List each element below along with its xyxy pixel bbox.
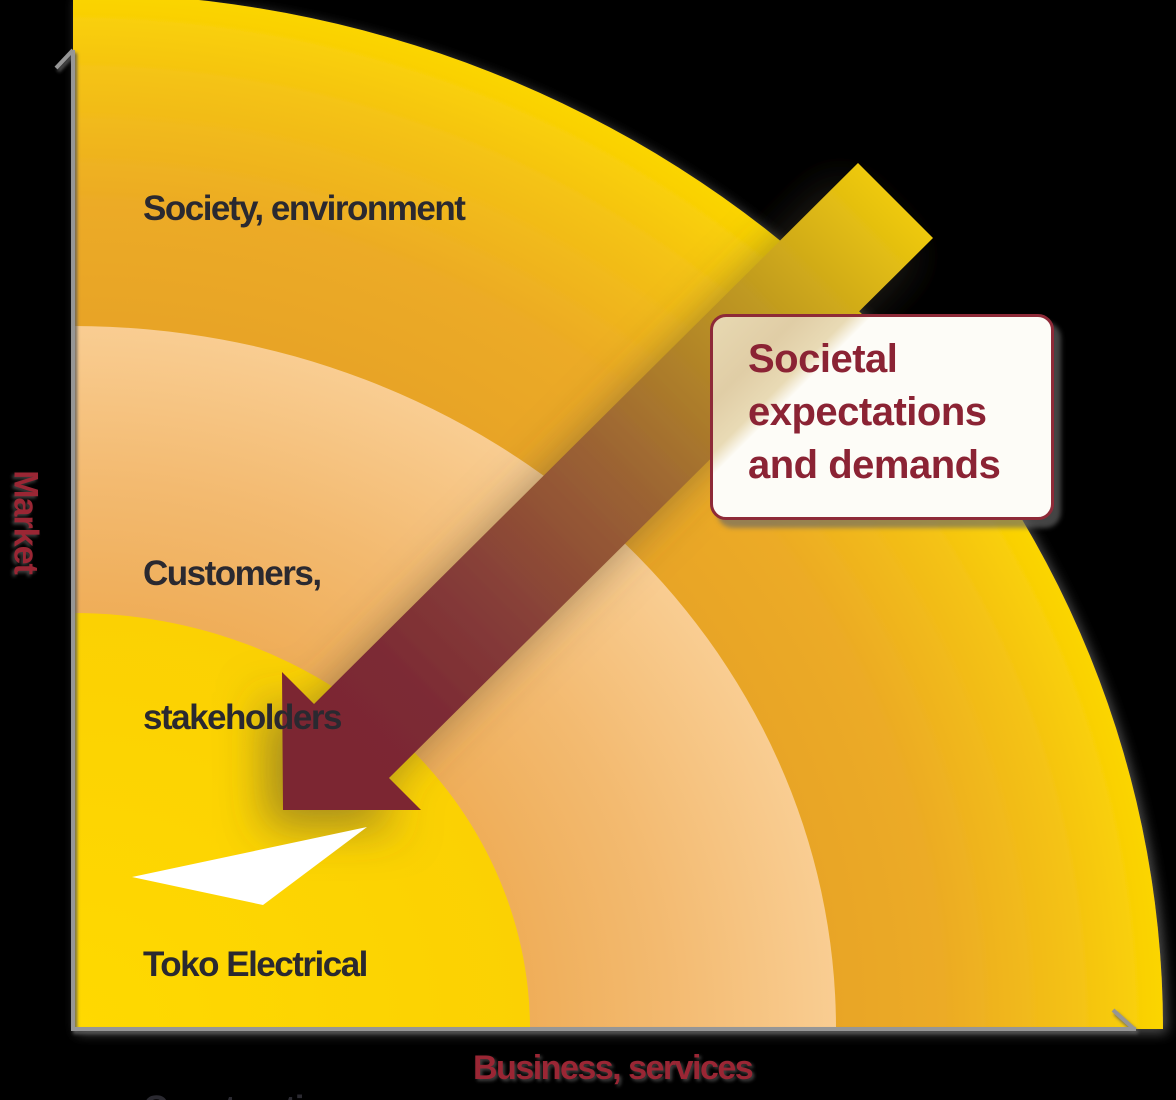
y-axis-label: Market: [6, 470, 45, 574]
x-axis-label: Business, services: [473, 1049, 754, 1087]
customers-ring-label-line1: Customers,: [143, 554, 322, 593]
societal-expectations-callout: Societal expectations and demands: [710, 314, 1054, 520]
callout-line1: Societal: [748, 337, 898, 381]
customers-ring-label: Customers, stakeholders: [143, 454, 342, 838]
y-axis-arrowhead-icon: [54, 48, 75, 70]
toko-circle-label: Toko Electrical Construction: [143, 845, 368, 1100]
flash-wedge: [132, 827, 367, 905]
customers-ring-label-line2: stakeholders: [143, 698, 342, 737]
society-ring-label: Society, environment: [143, 189, 466, 228]
circle-toko: [73, 613, 530, 1029]
callout-line3: and demands: [748, 443, 1001, 487]
toko-circle-label-line1: Toko Electrical: [143, 945, 368, 984]
toko-circle-label-line2: Construction: [143, 1085, 367, 1100]
x-axis-arrowhead-icon: [1111, 1008, 1136, 1031]
callout-line2: expectations: [748, 390, 987, 434]
axes: [54, 48, 1136, 1031]
